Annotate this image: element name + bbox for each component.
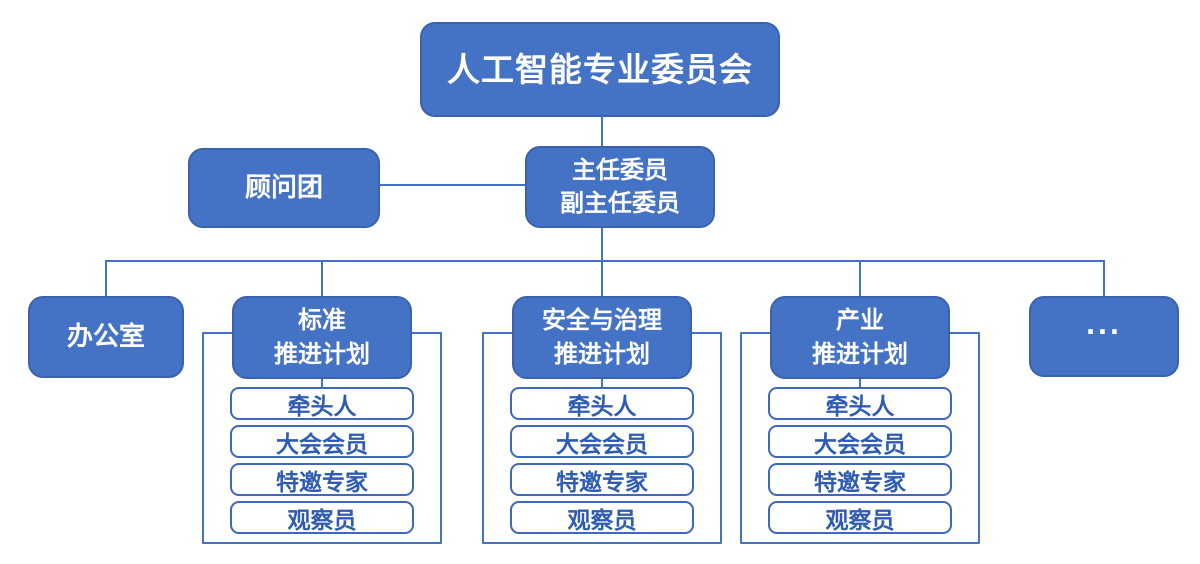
member-safety-experts: 特邀专家	[510, 463, 694, 496]
node-industry-plan: 产业 推进计划	[770, 296, 950, 379]
member-label: 特邀专家	[276, 468, 368, 495]
node-office: 办公室	[28, 296, 184, 378]
node-office-label: 办公室	[66, 321, 145, 352]
node-advisor-label: 顾问团	[244, 172, 323, 203]
node-safety-line2: 推进计划	[554, 340, 650, 368]
node-safety-plan: 安全与治理 推进计划	[512, 296, 692, 379]
member-label: 牵头人	[287, 392, 357, 419]
node-committee: 人工智能专业委员会	[420, 22, 780, 117]
drop-safety	[601, 261, 603, 297]
member-label: 大会会员	[814, 430, 906, 457]
member-label: 观察员	[825, 506, 895, 533]
node-advisor-group: 顾问团	[188, 148, 380, 228]
node-chair: 主任委员 副主任委员	[525, 146, 715, 228]
node-chair-line2: 副主任委员	[560, 190, 680, 217]
member-industry-experts: 特邀专家	[768, 463, 952, 496]
member-safety-members: 大会会员	[510, 425, 694, 458]
drop-more	[1103, 261, 1105, 297]
member-industry-members: 大会会员	[768, 425, 952, 458]
member-label: 牵头人	[825, 392, 895, 419]
member-standards-observers: 观察员	[230, 501, 414, 534]
drop-office	[105, 261, 107, 297]
member-safety-observers: 观察员	[510, 501, 694, 534]
node-industry-line1: 产业	[836, 307, 884, 335]
stub-safety	[601, 378, 603, 388]
member-safety-lead: 牵头人	[510, 387, 694, 420]
stub-industry	[859, 378, 861, 388]
member-industry-observers: 观察员	[768, 501, 952, 534]
node-industry-line2: 推进计划	[812, 340, 908, 368]
member-industry-lead: 牵头人	[768, 387, 952, 420]
member-standards-members: 大会会员	[230, 425, 414, 458]
connector-root-to-chair	[601, 116, 603, 147]
drop-industry	[859, 261, 861, 297]
node-standards-line1: 标准	[298, 307, 346, 335]
distribution-rail	[105, 260, 1105, 262]
member-label: 牵头人	[567, 392, 637, 419]
stub-standards	[321, 378, 323, 388]
node-standards-plan: 标准 推进计划	[232, 296, 412, 379]
node-safety-line1: 安全与治理	[542, 307, 662, 335]
member-label: 大会会员	[556, 430, 648, 457]
member-label: 观察员	[567, 506, 637, 533]
node-chair-line1: 主任委员	[572, 156, 668, 184]
node-standards-line2: 推进计划	[274, 340, 370, 368]
member-standards-lead: 牵头人	[230, 387, 414, 420]
node-more: ...	[1029, 296, 1179, 377]
node-more-label: ...	[1086, 305, 1122, 342]
member-label: 特邀专家	[556, 468, 648, 495]
node-committee-label: 人工智能专业委员会	[447, 50, 753, 88]
member-label: 大会会员	[276, 430, 368, 457]
connector-advisor-to-chair	[380, 184, 526, 186]
drop-standards	[321, 261, 323, 297]
member-label: 特邀专家	[814, 468, 906, 495]
member-label: 观察员	[287, 506, 357, 533]
connector-chair-to-rail	[601, 227, 603, 261]
member-standards-experts: 特邀专家	[230, 463, 414, 496]
